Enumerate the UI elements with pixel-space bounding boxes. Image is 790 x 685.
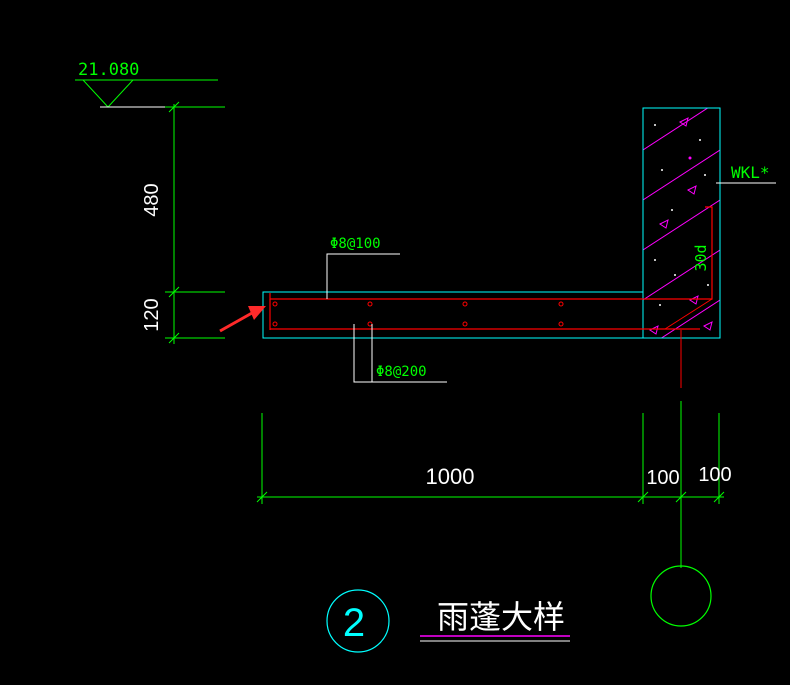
rebar-bottom-callout: Φ8@200 <box>353 324 447 383</box>
elevation-label: 21.080 <box>78 60 139 80</box>
anchorage-label: 30d <box>692 244 710 271</box>
detail-title: 雨蓬大样 <box>437 598 565 636</box>
beam-label: WKL* <box>731 163 770 182</box>
pointer-arrow <box>219 306 266 333</box>
height-dim-lower: 120 <box>141 298 163 331</box>
rebar-bottom-label: Φ8@200 <box>376 364 427 380</box>
rebar-top-callout: Φ8@100 <box>326 236 400 299</box>
height-dimension: 480 120 <box>141 101 225 344</box>
width-dim-beam-left: 100 <box>646 467 679 489</box>
detail-number: 2 <box>343 601 365 645</box>
width-dimension: 1000 100 100 <box>256 401 732 568</box>
height-dim-upper: 480 <box>141 183 163 216</box>
detail-marker: 2 <box>326 589 390 653</box>
beam-callout: WKL* <box>716 163 776 184</box>
axis-bubble <box>650 565 712 627</box>
rebar-top-label: Φ8@100 <box>330 236 381 252</box>
width-dim-beam-right: 100 <box>698 464 731 486</box>
elevation-marker: 21.080 <box>75 60 225 108</box>
detail-title-block: 雨蓬大样 <box>420 598 570 642</box>
rebar <box>269 206 713 388</box>
beam-hatch <box>643 108 720 338</box>
width-dim-slab: 1000 <box>426 464 475 489</box>
